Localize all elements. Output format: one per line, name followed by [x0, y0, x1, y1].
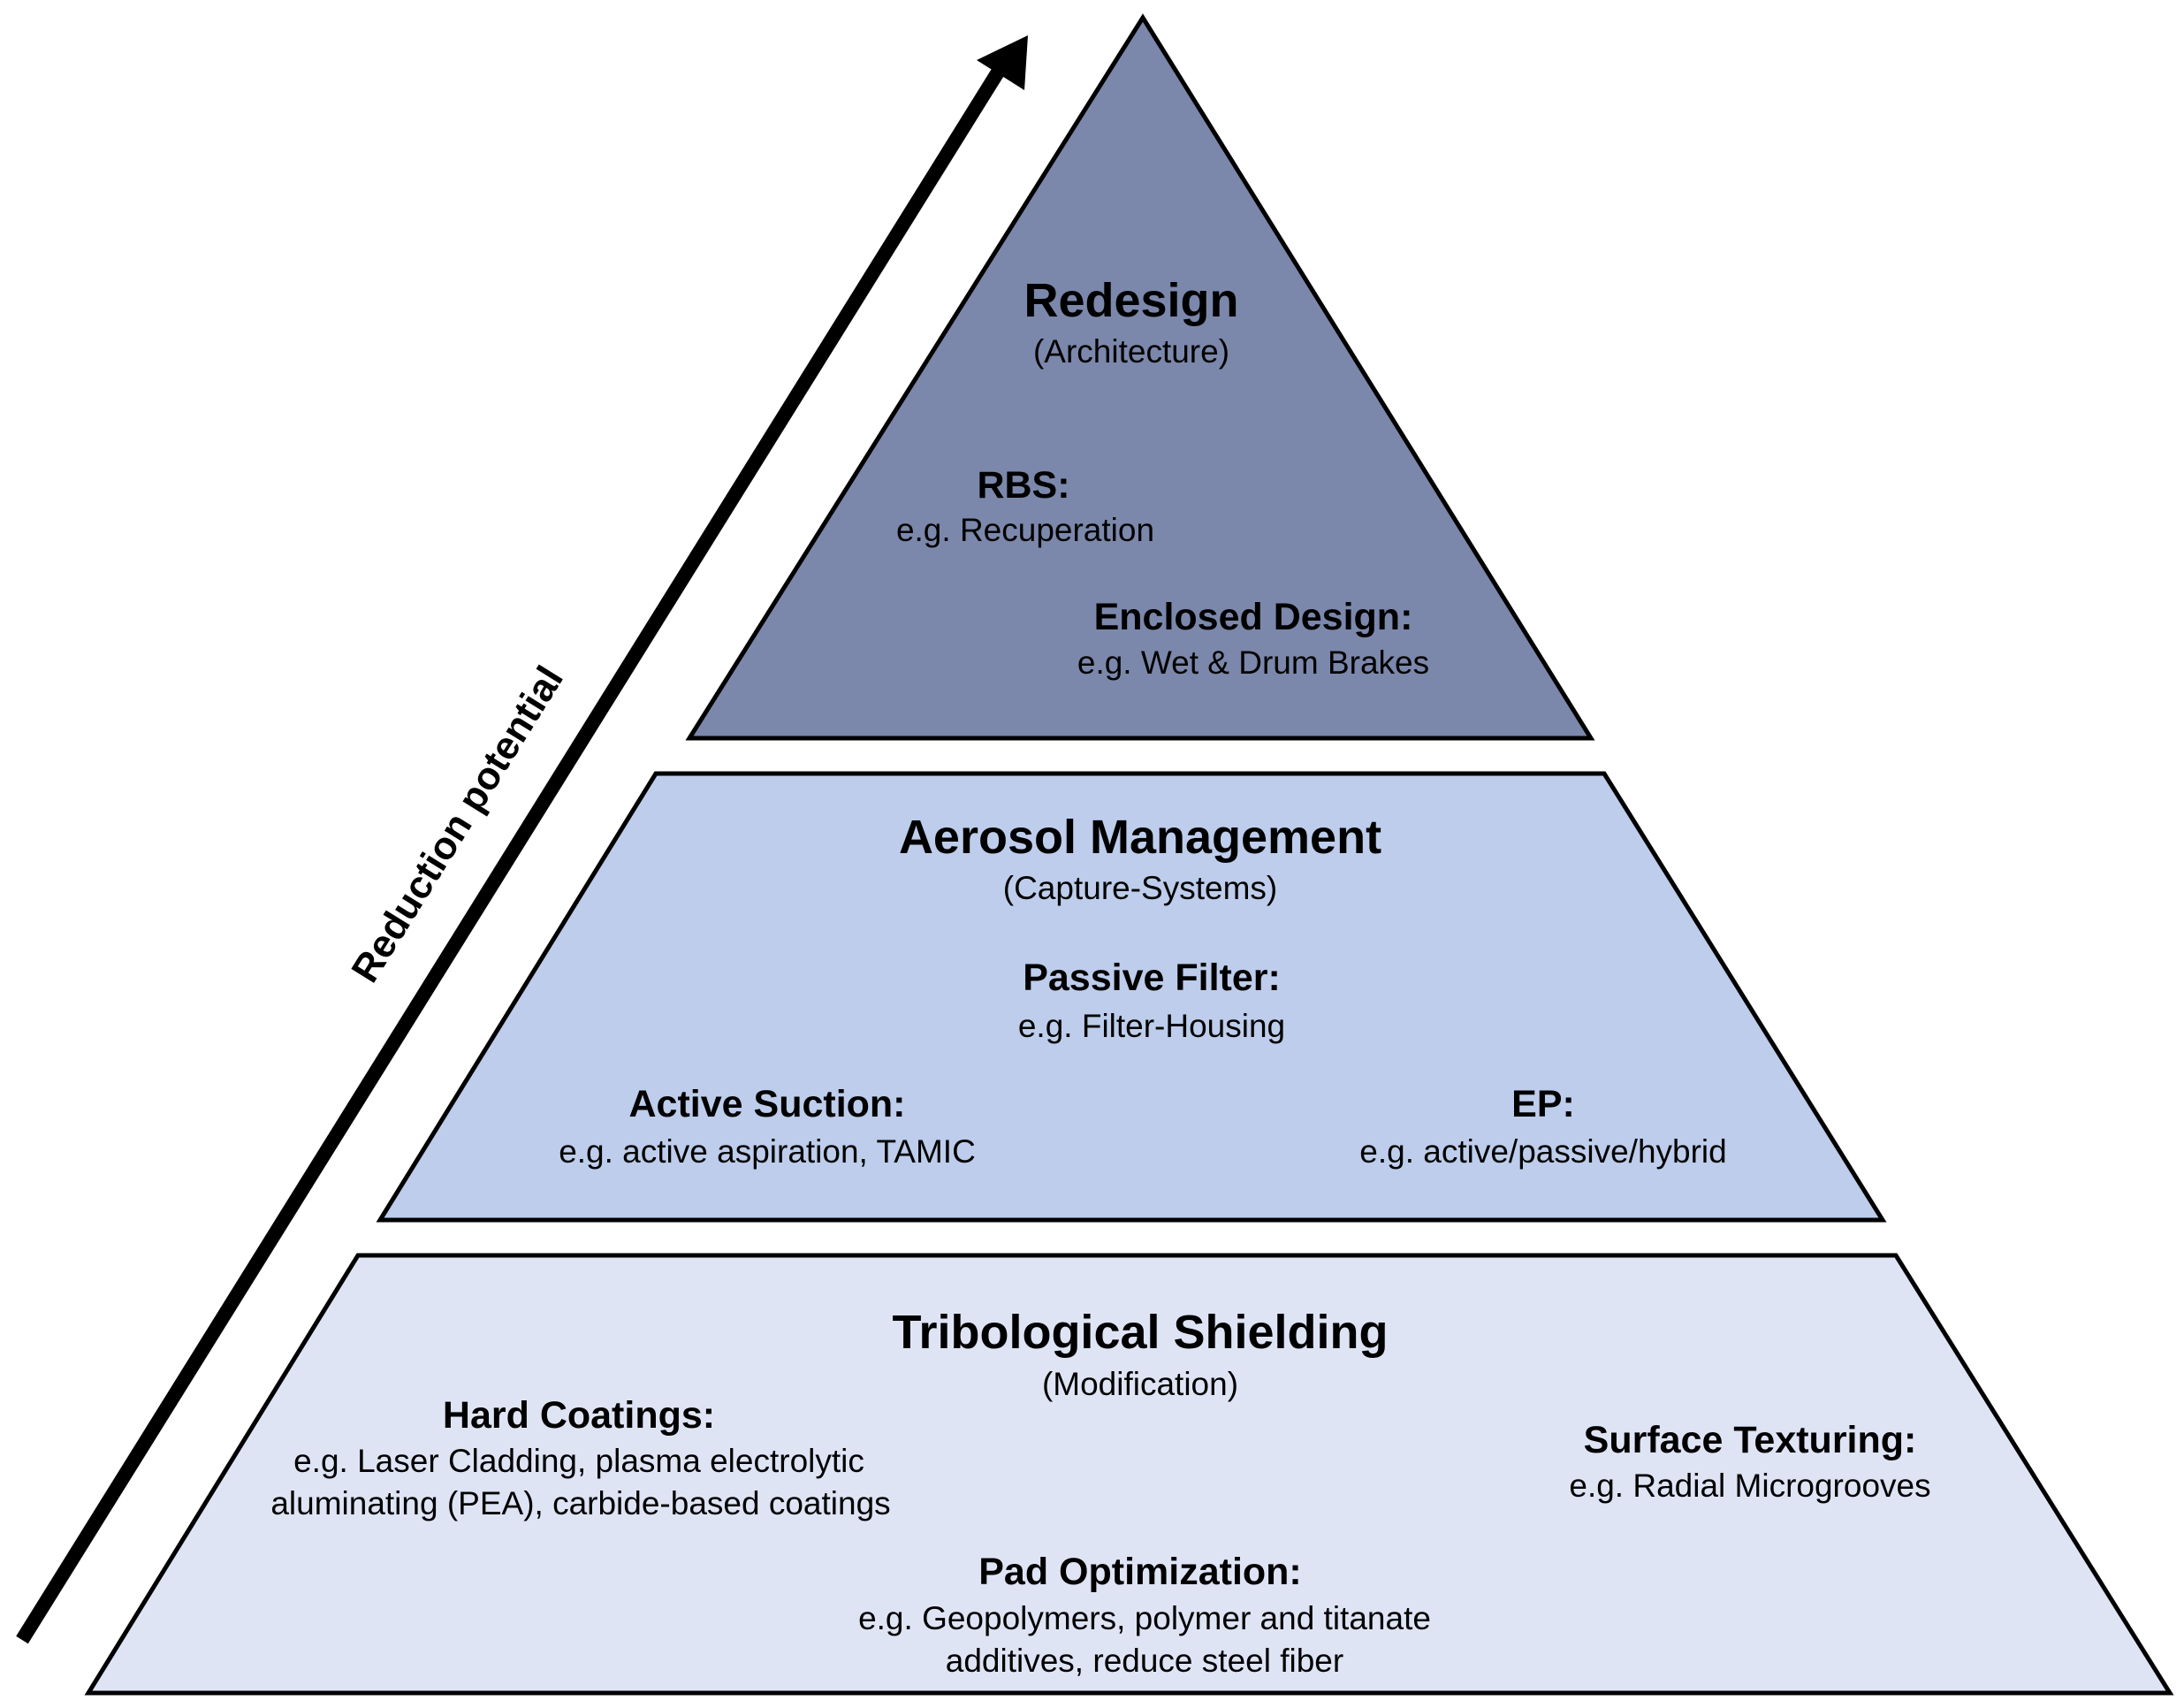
- item-hard-coatings-desc-line2: aluminating (PEA), carbide-based coating…: [270, 1485, 890, 1521]
- tier-redesign: Redesign (Architecture) RBS: e.g. Recupe…: [685, 13, 1595, 741]
- item-hard-coatings-heading: Hard Coatings:: [443, 1394, 715, 1437]
- tier-aerosol-management-subtitle: (Capture-Systems): [1003, 870, 1277, 906]
- tier-tribological-shielding: Tribological Shielding (Modification) Ha…: [84, 1253, 2174, 1696]
- arrowhead-icon: [977, 35, 1028, 90]
- item-pad-optimization-desc-line1: e.g. Geopolymers, polymer and titanate: [858, 1600, 1431, 1636]
- tier-aerosol-management-shape: [376, 771, 1887, 1223]
- tier-tribological-shielding-shape: [84, 1253, 2174, 1696]
- item-active-suction-heading: Active Suction:: [629, 1083, 906, 1125]
- item-passive-filter-desc: e.g. Filter-Housing: [1018, 1008, 1285, 1044]
- item-pad-optimization-desc-line2: additives, reduce steel fiber: [946, 1643, 1343, 1679]
- item-rbs-desc: e.g. Recuperation: [896, 512, 1154, 548]
- item-passive-filter-heading: Passive Filter:: [1023, 957, 1281, 999]
- tier-tribological-shielding-title: Tribological Shielding: [892, 1306, 1388, 1359]
- item-enclosed-design-desc: e.g. Wet & Drum Brakes: [1077, 644, 1429, 681]
- item-surface-texturing-heading: Surface Texturing:: [1584, 1419, 1917, 1461]
- tier-tribological-shielding-subtitle: (Modification): [1042, 1366, 1238, 1402]
- item-ep-heading: EP:: [1511, 1083, 1575, 1125]
- arrow-shaft: [16, 66, 1005, 1644]
- tier-aerosol-management-title: Aerosol Management: [899, 811, 1381, 864]
- tier-redesign-subtitle: (Architecture): [1033, 333, 1229, 370]
- item-hard-coatings-desc-line1: e.g. Laser Cladding, plasma electrolytic: [293, 1443, 864, 1479]
- item-enclosed-design-heading: Enclosed Design:: [1094, 596, 1413, 638]
- tier-redesign-shape: [685, 13, 1595, 741]
- tier-redesign-title: Redesign: [1024, 274, 1238, 327]
- item-pad-optimization-heading: Pad Optimization:: [978, 1551, 1302, 1593]
- item-rbs-heading: RBS:: [977, 464, 1069, 507]
- tier-aerosol-management: Aerosol Management (Capture-Systems) Pas…: [376, 771, 1887, 1223]
- item-surface-texturing-desc: e.g. Radial Microgrooves: [1569, 1468, 1930, 1504]
- item-ep-desc: e.g. active/passive/hybrid: [1359, 1133, 1726, 1170]
- item-active-suction-desc: e.g. active aspiration, TAMIC: [559, 1133, 976, 1170]
